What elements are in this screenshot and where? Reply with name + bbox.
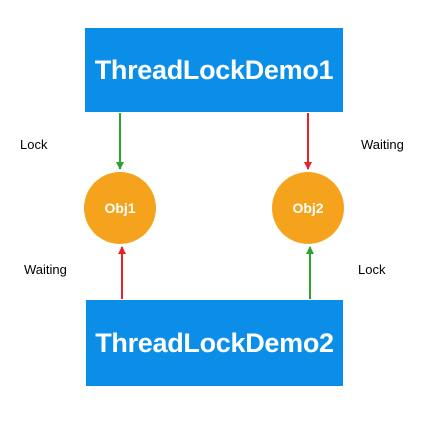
obj1-label: Obj1 [104, 200, 136, 216]
edge-label-top-right: Waiting [361, 137, 404, 152]
obj2-label: Obj2 [292, 200, 324, 216]
obj1-node: Obj1 [84, 172, 156, 244]
edge-label-top-left: Lock [20, 137, 48, 152]
thread-lock-demo2-box: ThreadLockDemo2 [86, 300, 343, 386]
edge-label-bottom-right: Lock [358, 262, 386, 277]
obj2-node: Obj2 [272, 172, 344, 244]
thread-lock-demo2-label: ThreadLockDemo2 [95, 327, 334, 358]
thread-lock-demo1-box: ThreadLockDemo1 [85, 28, 343, 112]
thread-lock-demo1-label: ThreadLockDemo1 [94, 54, 334, 85]
edge-label-bottom-left: Waiting [24, 262, 67, 277]
